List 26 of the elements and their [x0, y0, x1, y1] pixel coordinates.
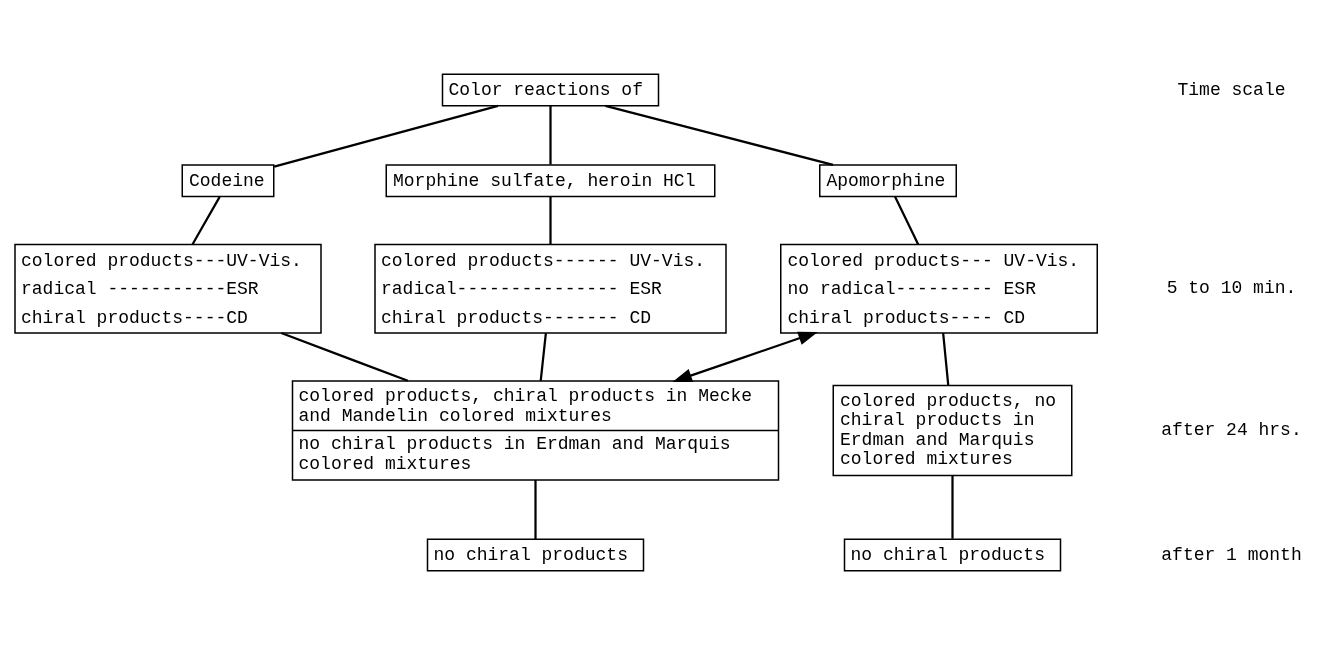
label: 5 to 10 min.: [1166, 278, 1297, 299]
node-box: no chiral products: [843, 538, 1062, 572]
connector: [549, 196, 552, 245]
node-box: Morphine sulfate, heroin HCl: [385, 164, 716, 198]
node-box: Codeine: [181, 164, 275, 198]
label: Time scale: [1177, 79, 1286, 100]
node-box: Apomorphine: [819, 164, 957, 198]
node-box: colored products, no chiral products in Erdman and Marquis colored mixtures: [832, 384, 1073, 477]
node-box: colored products------ UV-Vis. radical--------------- ESR chiral products------- CD: [374, 243, 727, 334]
connector: [605, 104, 834, 167]
node-box: colored products--- UV-Vis. no radical--------- ESR chiral products---- CD: [780, 243, 1098, 334]
node-box: no chiral products: [426, 538, 645, 572]
connector: [191, 196, 221, 245]
label: after 1 month: [1161, 544, 1302, 565]
arrow: [672, 331, 818, 383]
label: after 24 hrs.: [1161, 420, 1302, 441]
connector: [894, 196, 920, 245]
node-box: colored products---UV-Vis. radical -----------ESR chiral products----CD: [14, 243, 322, 334]
node-box: Color reactions of: [441, 73, 660, 107]
connector: [951, 475, 954, 539]
connector: [273, 104, 499, 168]
connector: [549, 106, 552, 165]
connector: [539, 332, 547, 381]
connector: [942, 332, 950, 386]
connector: [534, 480, 537, 540]
connector: [280, 331, 409, 382]
